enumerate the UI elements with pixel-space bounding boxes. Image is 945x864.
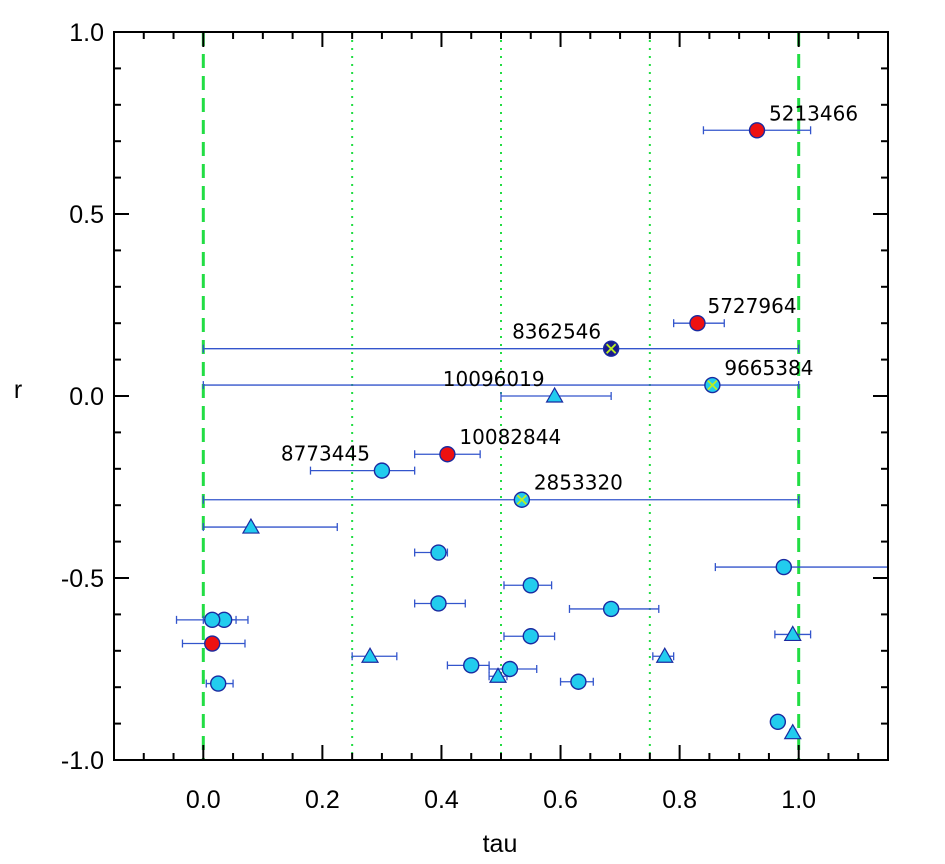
y-tick-label: 0.5 xyxy=(69,201,104,229)
data-point-triangle xyxy=(241,517,260,534)
point-label: 8773445 xyxy=(281,442,370,466)
axis-ticks xyxy=(114,31,888,761)
data-point-triangle xyxy=(545,386,564,403)
point-label: 2853320 xyxy=(534,471,623,495)
data-point-circle xyxy=(439,446,456,463)
point-label: 9665384 xyxy=(724,356,813,380)
data-point-circle xyxy=(570,673,587,690)
data-point-circle xyxy=(463,657,480,674)
y-tick-label: -0.5 xyxy=(61,565,104,593)
point-labels: 5213466 5727964 8362546 9665384 10096019 1008… xyxy=(281,101,858,494)
data-point-circle xyxy=(522,628,539,645)
data-point-circle xyxy=(430,544,447,561)
x-tick-label: 0.2 xyxy=(305,786,340,814)
data-point-cross xyxy=(516,494,527,505)
data-point-circle xyxy=(775,558,793,576)
data-point-triangle xyxy=(655,647,674,663)
data-point-circle xyxy=(209,675,227,692)
x-tick-label: 0.0 xyxy=(186,786,221,814)
tick-labels: 0.0 0.2 0.4 0.6 0.8 1.0 1.0 0.5 0.0 -0.5 -1.0 xyxy=(61,19,816,814)
data-point-circle xyxy=(522,577,539,594)
x-tick-label: 0.6 xyxy=(543,786,578,814)
data-point-cross xyxy=(707,379,718,391)
data-point-circle xyxy=(689,315,706,332)
point-label: 5213466 xyxy=(769,101,858,125)
y-tick-label: 1.0 xyxy=(69,19,104,47)
x-axis-label: tau xyxy=(483,830,518,858)
data-point-circle xyxy=(204,635,221,652)
data-point-circle xyxy=(373,462,391,479)
y-tick-label: 0.0 xyxy=(69,383,104,411)
data-point-triangle xyxy=(783,625,802,642)
point-label: 10082844 xyxy=(459,425,561,449)
data-point-cross xyxy=(606,343,617,354)
x-tick-label: 0.8 xyxy=(662,786,697,814)
data-point-triangle xyxy=(360,647,380,663)
error-bars xyxy=(175,126,889,737)
point-label: 10096019 xyxy=(443,367,545,391)
point-label: 8362546 xyxy=(512,320,601,344)
data-markers xyxy=(204,122,802,740)
data-point-triangle xyxy=(783,723,802,740)
x-tick-label: 1.0 xyxy=(781,786,816,814)
y-tick-label: -1.0 xyxy=(61,747,104,775)
data-point-circle xyxy=(769,713,787,730)
data-point-triangle xyxy=(488,667,508,683)
data-point-circle xyxy=(430,595,447,612)
data-point-circle xyxy=(501,660,519,678)
data-point-circle xyxy=(204,611,221,629)
x-tick-label: 0.4 xyxy=(424,786,459,814)
data-point-circle xyxy=(748,122,766,139)
data-point-circle xyxy=(602,600,620,618)
y-axis-label: r xyxy=(14,376,22,404)
point-label: 5727964 xyxy=(707,294,796,318)
